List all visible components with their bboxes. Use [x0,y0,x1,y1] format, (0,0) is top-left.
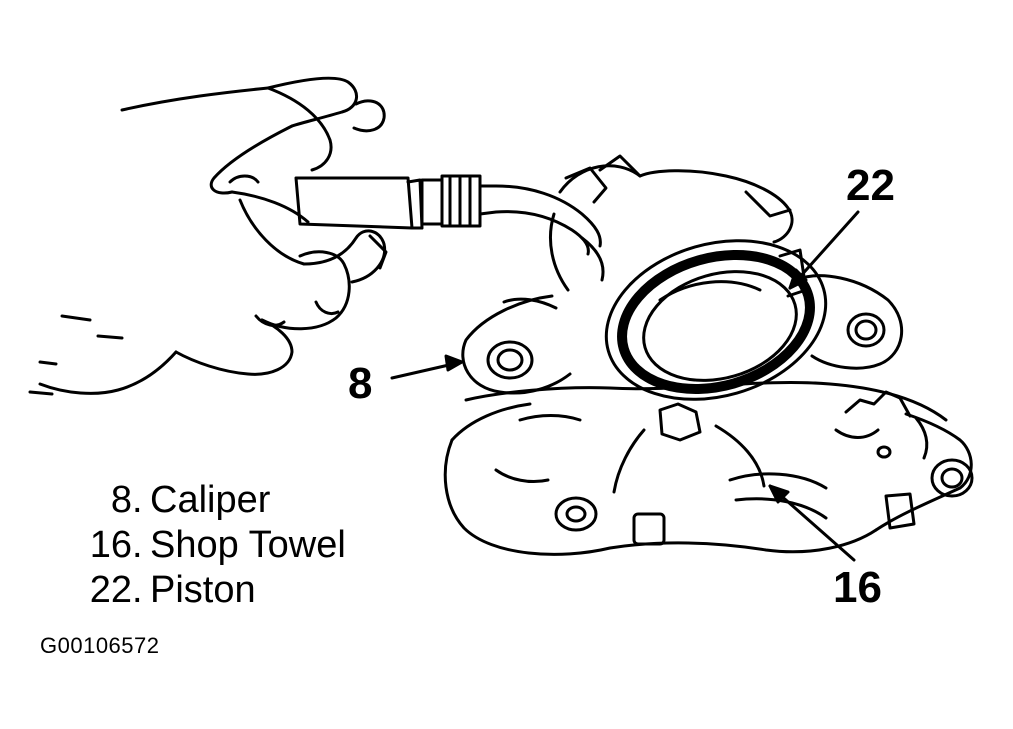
arrowhead-8 [444,354,464,372]
figure-id: G00106572 [40,633,160,658]
legend-label: Piston [150,569,256,611]
legend-label: Shop Towel [150,524,346,566]
leader-arrow-16 [768,484,856,562]
arrowhead-22 [788,268,808,290]
leader-arrows [390,210,860,562]
legend-number: 16 [89,524,132,566]
legend-label: Caliper [150,479,271,521]
callout-number-8: 8 [348,359,373,408]
callout-number-16: 16 [833,563,882,612]
legend-period: . [132,524,143,566]
legend-row-piston: 22.Piston [30,568,346,613]
air-nozzle-drawing [294,174,602,256]
arrowhead-16 [768,484,790,504]
hand-drawing [28,76,388,396]
parts-legend: 8.Caliper 16.Shop Towel 22.Piston [30,478,346,613]
legend-number: 8 [110,479,132,521]
legend-period: . [132,569,143,611]
callout-number-22: 22 [846,161,895,210]
legend-row-shop-towel: 16.Shop Towel [30,523,346,568]
caliper-body-drawing [443,154,974,556]
legend-row-caliper: 8.Caliper [30,478,346,523]
legend-period: . [132,479,143,521]
legend-number: 22 [89,569,132,611]
